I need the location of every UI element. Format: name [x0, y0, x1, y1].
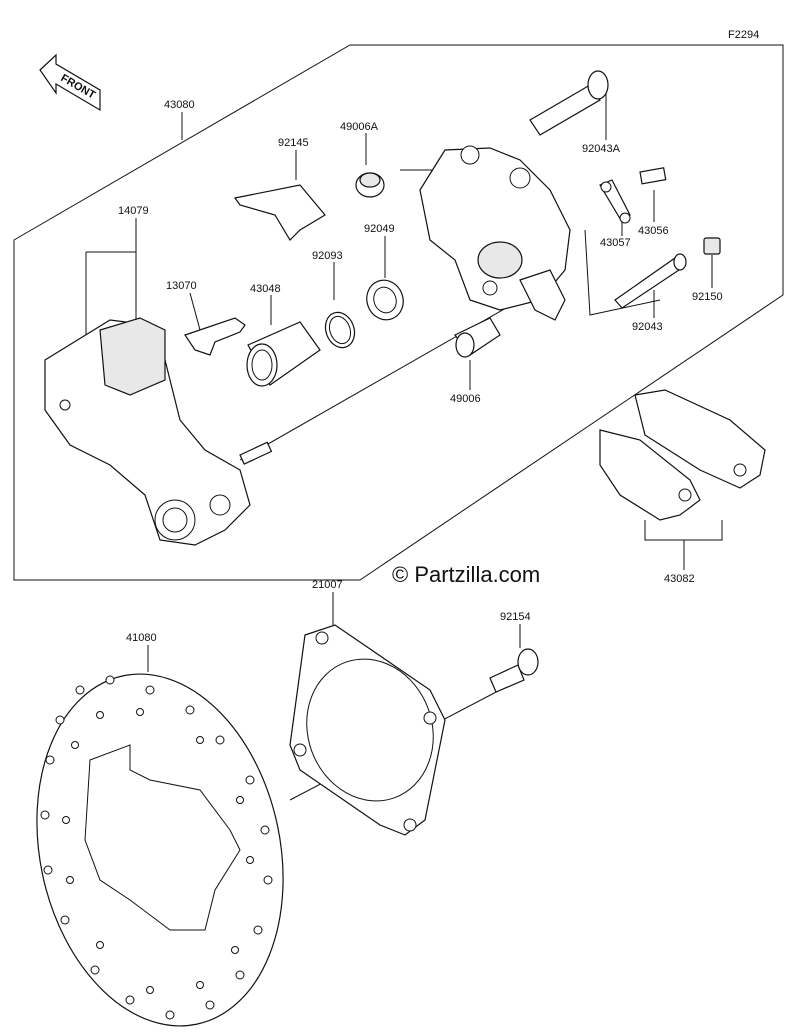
pad-spring: [233, 184, 326, 241]
rubber-boot-a: [355, 172, 385, 198]
dust-seal: [366, 279, 404, 321]
caliper-piston: [246, 321, 321, 387]
part-label-92043[interactable]: 92043: [632, 321, 663, 333]
bleed-valve: [639, 167, 667, 185]
part-label-92150[interactable]: 92150: [692, 291, 723, 303]
brake-disc: [36, 673, 284, 1027]
part-label-92049[interactable]: 92049: [364, 223, 395, 235]
part-label-13070[interactable]: 13070: [166, 280, 197, 292]
bleed-cap: [703, 237, 721, 255]
part-label-43056[interactable]: 43056: [638, 225, 669, 237]
slide-pin-a: [529, 70, 609, 136]
pad-clip: [184, 317, 246, 356]
brake-pads: [599, 389, 766, 521]
part-label-49006a[interactable]: 49006A: [340, 121, 379, 133]
caliper-assembly-outline: [13, 44, 784, 581]
part-label-43048[interactable]: 43048: [250, 283, 281, 295]
part-label-43080[interactable]: 43080: [164, 99, 195, 111]
part-label-92154[interactable]: 92154: [500, 611, 531, 623]
part-label-14079[interactable]: 14079: [118, 205, 149, 217]
front-arrow-icon: FRONT: [39, 53, 101, 112]
abs-sensor-rotor: [289, 624, 446, 836]
watermark: © Partzilla.com: [392, 562, 540, 587]
figure-code: F2294: [728, 29, 759, 41]
part-label-92145[interactable]: 92145: [278, 137, 309, 149]
caliper-bracket: [44, 317, 273, 546]
part-label-41080[interactable]: 41080: [126, 632, 157, 644]
disc-bolt: [489, 648, 539, 693]
part-label-43082[interactable]: 43082: [664, 573, 695, 585]
caliper-body: [419, 145, 571, 321]
piston-seal-ring: [324, 311, 356, 349]
part-label-92093[interactable]: 92093: [312, 250, 343, 262]
disc-holes: [40, 675, 273, 1020]
rubber-boot: [454, 317, 501, 358]
slide-pin: [614, 253, 687, 309]
part-label-21007[interactable]: 21007: [312, 579, 343, 591]
part-label-49006[interactable]: 49006: [450, 393, 481, 405]
part-label-92043a[interactable]: 92043A: [582, 143, 621, 155]
part-label-43057[interactable]: 43057: [600, 237, 631, 249]
bleed-cap-link: [599, 179, 631, 224]
part-labels: 43080 92145 49006A 92043A 14079 92049 92…: [118, 99, 723, 644]
